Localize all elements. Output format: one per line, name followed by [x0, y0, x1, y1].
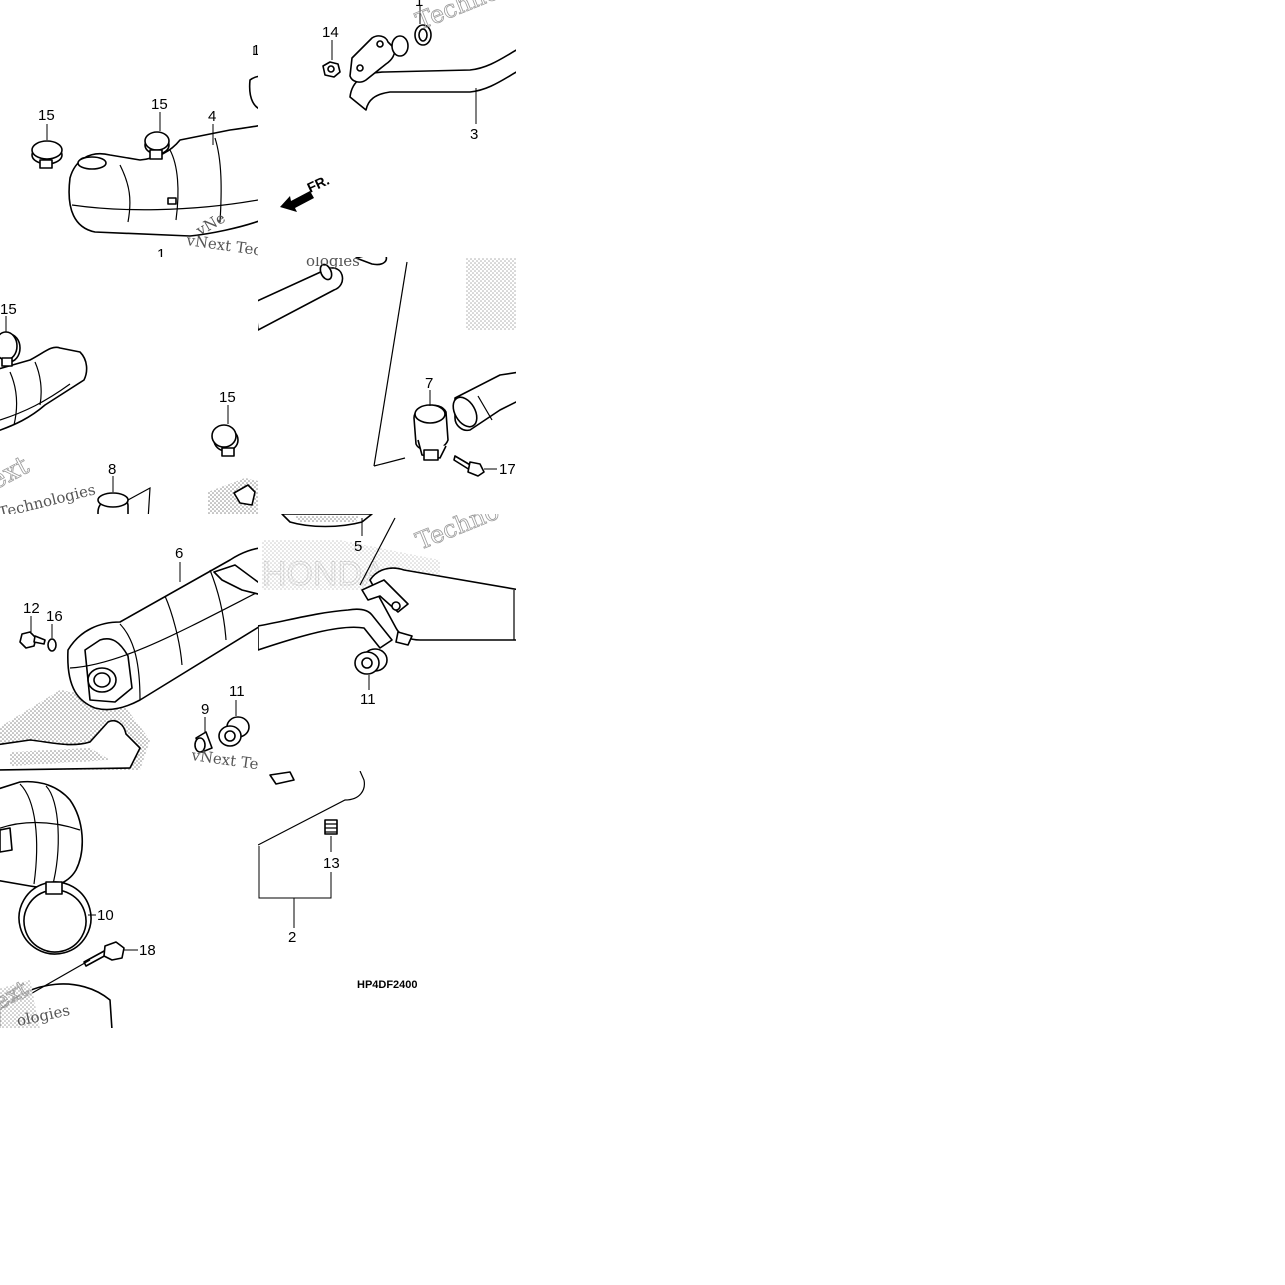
- diagram-code: HP4DF2400: [357, 979, 418, 991]
- callout-3: 3: [470, 126, 478, 143]
- callout-11a: 11: [229, 683, 245, 700]
- hose-clamp-15c: [0, 331, 21, 367]
- band-clamp-7: [413, 404, 449, 461]
- screw-13: [324, 819, 338, 835]
- callout-12: 12: [23, 600, 40, 617]
- callout-11b: 11: [360, 691, 376, 708]
- tile-middle-middle: ologies 7 17: [258, 252, 516, 478]
- tile-top-left: vNext Tec vNe 15 15 4 1 1: [31, 42, 263, 263]
- watermark-logies-a: ologies: [306, 252, 360, 270]
- callout-4: 4: [208, 108, 216, 125]
- callout-1-top: 1: [415, 0, 423, 10]
- hose-clamp-15d: [211, 424, 239, 457]
- watermark-ext-a: ext: [0, 450, 35, 496]
- callout-8: 8: [108, 461, 116, 478]
- flange-bolt-17: [453, 455, 485, 477]
- callout-10: 10: [97, 907, 114, 924]
- front-arrow-label: FR.: [305, 172, 332, 196]
- callout-15d: 15: [219, 389, 236, 406]
- callout-15a: 15: [38, 107, 55, 124]
- watermark-technologies-b: Techno: [412, 0, 503, 36]
- bolt-12: [19, 631, 46, 649]
- callout-13: 13: [323, 855, 340, 872]
- grommet-11b: [354, 648, 388, 675]
- callout-5: 5: [354, 538, 362, 555]
- watermark-technologies-c: Techno: [412, 497, 503, 556]
- collar-8: [97, 492, 129, 514]
- tile-lower-left: vNext Tec 12 16 6 9 11: [0, 545, 268, 775]
- collar-9: [194, 731, 213, 753]
- muffler-inlet-pipe: [258, 608, 393, 651]
- callout-18: 18: [139, 942, 156, 959]
- hose-clamp-15a: [31, 140, 63, 169]
- pipe-cover-part-4: [68, 124, 258, 237]
- hose-clamp-15b: [144, 131, 170, 160]
- tile-top-middle: FR. Techno 14 1 3: [280, 0, 516, 212]
- muffler-end-section: [0, 780, 84, 888]
- callout-7: 7: [425, 375, 433, 392]
- callout-1-mid: 1: [157, 246, 165, 263]
- grommet-11a: [218, 716, 250, 747]
- tile-bottom-middle: 13 2 HP4DF2400: [258, 771, 418, 991]
- band-clamp-10: [18, 881, 92, 955]
- callout-15c: 15: [0, 301, 17, 318]
- callout-16: 16: [46, 608, 63, 625]
- callout-2: 2: [288, 929, 296, 946]
- pipe-cover-section: [0, 346, 88, 432]
- callout-9: 9: [201, 701, 209, 718]
- front-direction-arrow: FR.: [280, 172, 332, 212]
- callout-14: 14: [322, 24, 339, 41]
- tile-lower-middle: HONDA Techno 5 11: [258, 497, 516, 708]
- callout-1-cut: 1: [252, 42, 260, 59]
- flange-nut-14: [322, 61, 341, 78]
- callout-15b: 15: [151, 96, 168, 113]
- bolt-18: [83, 941, 125, 967]
- watermark-vnext-a: vNext Tec: [184, 231, 263, 260]
- watermark-vnext-b: vNext Tec: [189, 746, 268, 775]
- callout-17: 17: [499, 461, 516, 478]
- washer-16: [47, 638, 57, 652]
- tile-middle-left: ext Technologies 15 15 8: [0, 301, 258, 514]
- callout-6: 6: [175, 545, 183, 562]
- heat-shield-part-6: [67, 547, 258, 711]
- tile-bottom-left: ext ologies 10 18: [0, 780, 156, 1028]
